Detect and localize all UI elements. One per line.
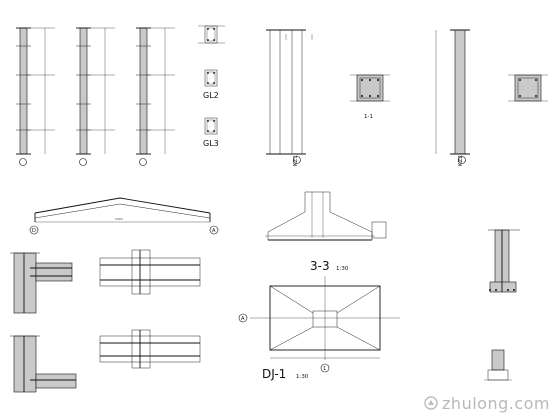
dj1-title: DJ-1 [262,367,286,381]
section-3-3-scale: 1:30 [336,266,349,272]
watermark-logo-icon [424,395,438,414]
section-1-1-label: 1-1 [364,114,373,120]
beam-section-gl2: GL2 [203,69,219,100]
axis-label-plan-bottom: 1 [323,366,326,372]
section-kz2 [508,74,548,102]
beam-rebar-detail-1 [99,249,201,295]
watermark-text: zhulong.com [442,394,550,413]
gl3-label: GL3 [203,139,219,148]
beam-section-gl3: GL3 [203,117,219,148]
section-1-1: 1-1 [350,74,390,120]
axis-label-left: D [32,228,36,234]
column-elevation-1 [16,27,55,166]
kz2-label: KZ2 [458,155,464,166]
column-elevation-3 [136,27,175,166]
axis-bubble [79,158,87,166]
roof-beam-elevation: 3400 D A [29,197,219,235]
beam-section-top [198,25,225,44]
axis-bubble-left [29,225,39,235]
section-3-3-title: 3-3 [310,259,330,273]
footing-section-3-3: 3-3 1:30 [265,191,387,273]
gl2-label: GL2 [203,91,219,100]
wall-footing-detail [488,229,520,293]
axis-label-plan: A [241,316,245,322]
axis-bubble-right [209,225,219,235]
axis-bubble [19,158,27,166]
kz1-label: KZ1 [293,155,299,166]
kz1-elevation: KZ1 [266,29,313,166]
dj1-scale: 1:30 [296,374,309,380]
axis-bubble [139,158,147,166]
axis-label-right: A [212,228,216,234]
site-watermark: zhulong.com [424,394,550,414]
joint-detail-2 [10,335,77,393]
footing-plan-dj1: A 1 DJ-1 1:30 [238,276,400,381]
beam-rebar-detail-2 [99,329,201,369]
column-elevation-2 [76,27,115,166]
joint-detail-1 [10,252,73,314]
small-column-detail [484,349,512,381]
kz2-elevation: KZ2 [435,29,470,166]
beam-span-dim: 3400 [115,217,123,221]
